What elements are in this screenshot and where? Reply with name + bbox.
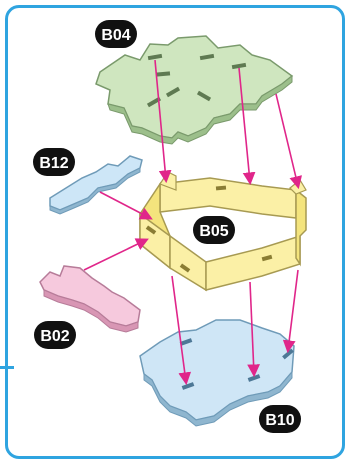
arrow-b05-to-b10-3 <box>288 270 298 350</box>
label-b04-text: B04 <box>101 27 130 44</box>
label-b05: B05 <box>193 216 235 244</box>
part-b04 <box>96 36 292 144</box>
arrow-b12-to-b05 <box>100 192 150 218</box>
label-b10-text: B10 <box>265 412 294 429</box>
label-b04: B04 <box>95 20 137 48</box>
label-b05-text: B05 <box>199 223 228 240</box>
label-b10: B10 <box>259 405 301 433</box>
label-b02-text: B02 <box>40 328 69 345</box>
label-b12-text: B12 <box>39 155 68 172</box>
arrow-b04-to-b05-3 <box>276 94 298 186</box>
label-b02: B02 <box>34 321 76 349</box>
arrow-b02-to-b05 <box>84 240 146 270</box>
label-b12: B12 <box>33 148 75 176</box>
